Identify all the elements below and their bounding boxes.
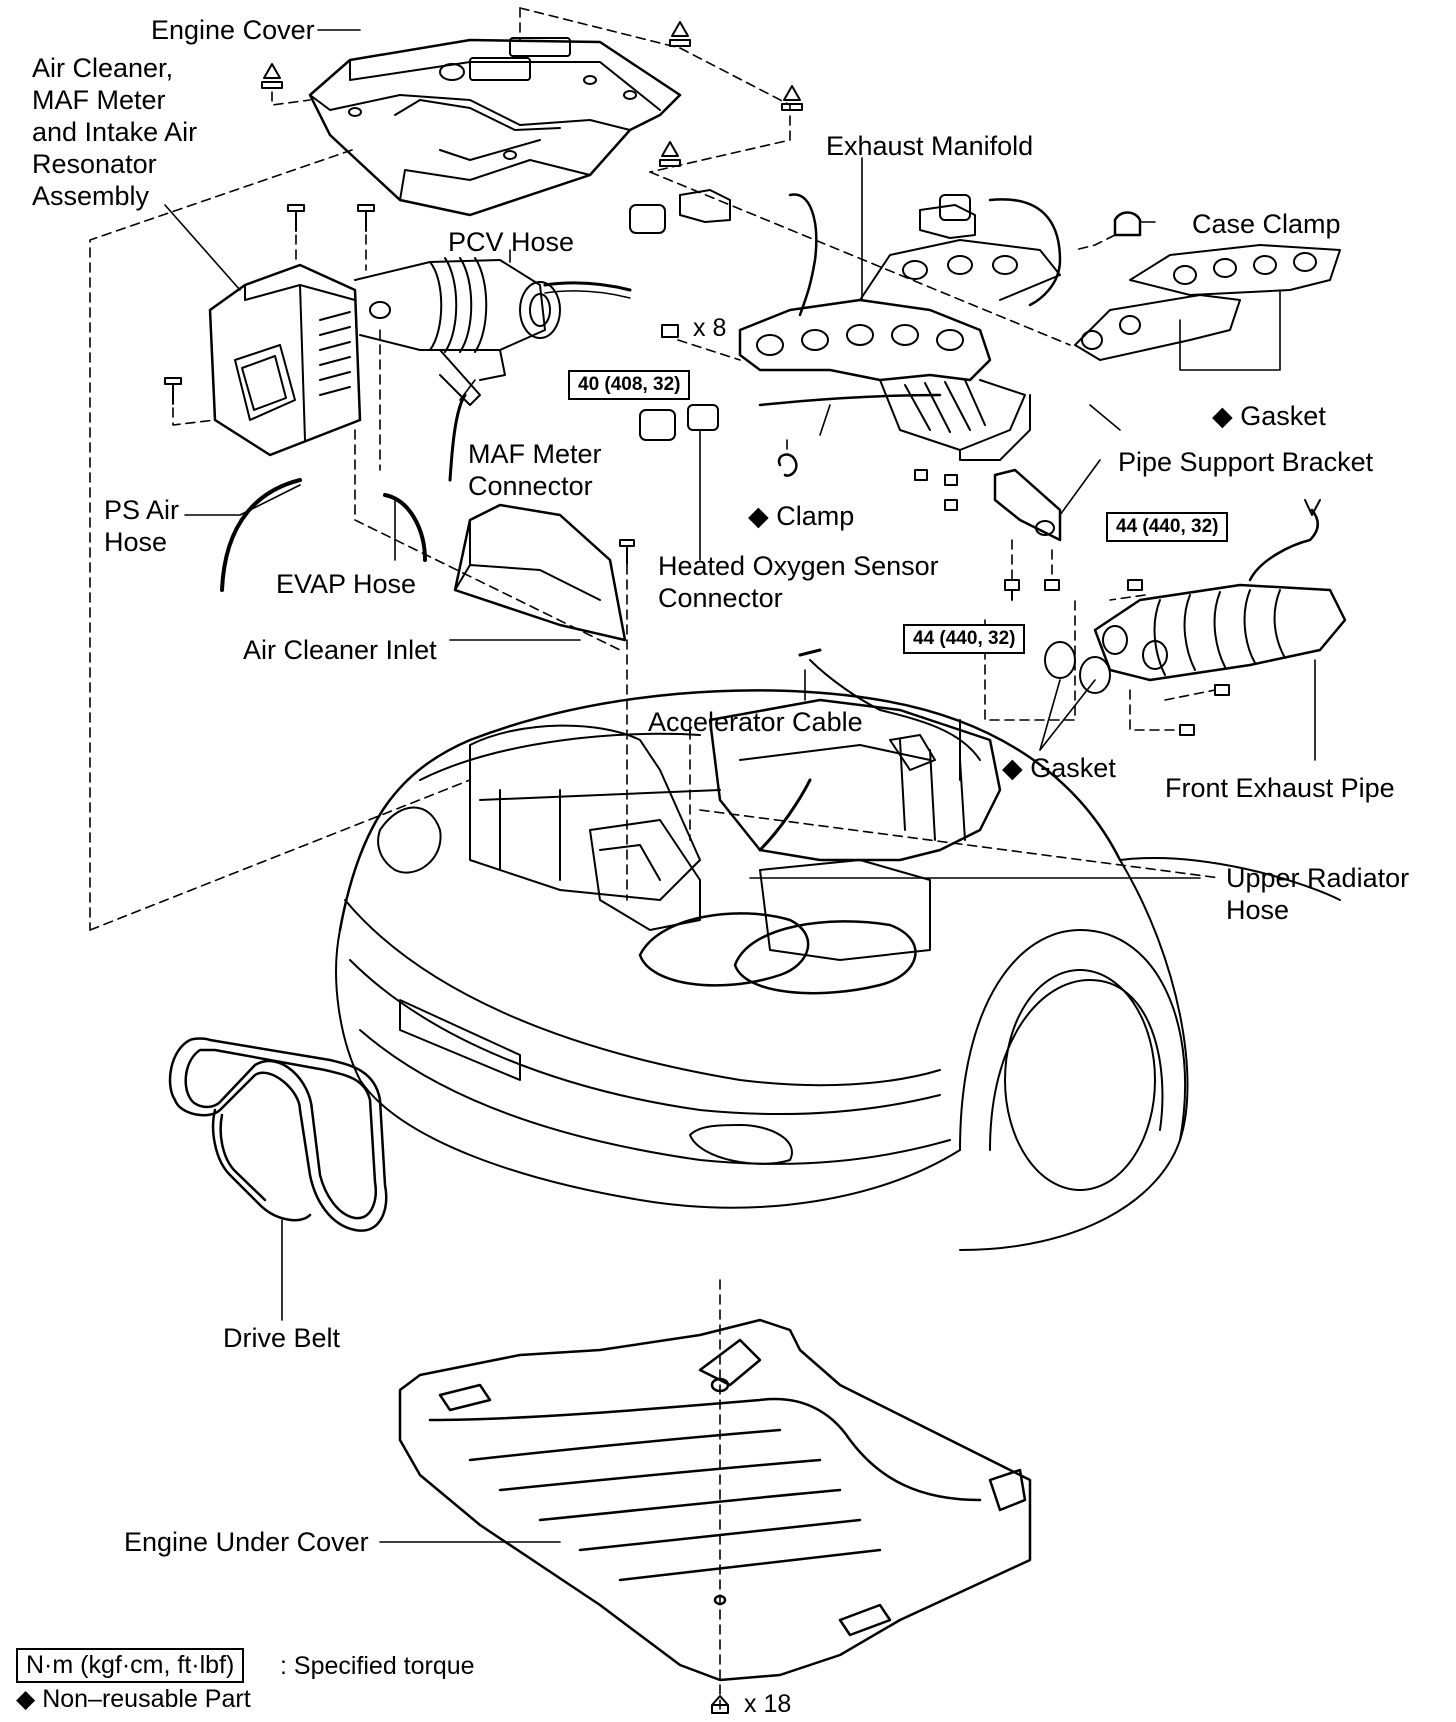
cover-guide-lines: [89, 7, 1071, 931]
air-cleaner-guide-lines: [172, 234, 621, 651]
label-maf-connector-1: MAF Meter: [468, 439, 602, 469]
maf-connector-lead: [448, 393, 467, 482]
label-gasket-diamond-1: ◆ Gasket: [1212, 400, 1326, 432]
label-clamp: Clamp: [776, 501, 855, 531]
label-accelerator-cable: Accelerator Cable: [648, 707, 863, 737]
cover-nuts: [261, 21, 803, 167]
case-clamp-part: [1113, 211, 1142, 237]
front-exhaust-pipe-part: [1093, 499, 1347, 682]
label-gasket-1: Gasket: [1240, 401, 1326, 431]
diamond-mark: ◆: [1212, 401, 1233, 431]
bracket-bolt-a: [1004, 579, 1020, 601]
diamond-mark: ◆: [1002, 753, 1023, 783]
vehicle-body-outline: [335, 689, 1341, 1251]
label-ps-air-2: Hose: [104, 527, 168, 557]
label-air-cleaner-5: Assembly: [32, 181, 150, 211]
torque-box-bracket-upper: 44 (440, 32): [1106, 512, 1229, 542]
label-pipe-support-bracket: Pipe Support Bracket: [1118, 447, 1374, 477]
air-cleaner-bolts: [164, 204, 375, 405]
label-drive-belt: Drive Belt: [223, 1323, 341, 1353]
diamond-mark: ◆: [748, 501, 769, 531]
pipe-gasket-b: [1079, 656, 1111, 694]
label-air-cleaner-1: Air Cleaner,: [32, 53, 174, 83]
torque-box-manifold: 40 (408, 32): [568, 370, 691, 400]
label-o2-connector-2: Connector: [658, 583, 783, 613]
label-ps-air-1: PS Air: [104, 495, 180, 525]
label-o2-connector-1: Heated Oxygen Sensor: [658, 551, 939, 581]
label-clamp-diamond: ◆ Clamp: [748, 500, 854, 532]
label-air-cleaner-2: MAF Meter: [32, 85, 166, 115]
diamond-mark: ◆: [16, 1685, 36, 1713]
label-engine-under-cover: Engine Under Cover: [124, 1527, 369, 1557]
label-bolts-x18: x 18: [744, 1690, 792, 1718]
legend-torque-unit: N·m (kgf·cm, ft·lbf): [16, 1648, 245, 1683]
label-air-cleaner-4: Resonator: [32, 149, 157, 179]
label-nuts-x8: x 8: [693, 314, 727, 342]
manifold-gaskets: [1074, 244, 1341, 361]
oxygen-sensor-wires: [629, 189, 1062, 441]
inlet-bolt: [619, 539, 635, 565]
pipe-support-bracket-part: [914, 468, 1062, 542]
exhaust-manifold-part: [738, 239, 1061, 461]
evap-hose-part: [383, 493, 427, 562]
leader-lines: [164, 29, 1316, 1543]
legend-nonreusable-row: ◆ Non–reusable Part: [16, 1684, 251, 1714]
engine-bay: [469, 698, 1002, 961]
clamp-part: [777, 453, 798, 477]
manifold-nut: [661, 324, 679, 338]
ps-air-hose-part: [220, 478, 302, 592]
legend-torque-desc: : Specified torque: [280, 1652, 475, 1680]
gasket-bracket-line: [1179, 289, 1281, 371]
label-evap-hose: EVAP Hose: [276, 569, 417, 599]
air-cleaner-inlet-part: [453, 503, 627, 642]
label-pcv-hose: PCV Hose: [448, 227, 575, 257]
headlights: [377, 806, 917, 995]
label-maf-connector-2: Connector: [468, 471, 593, 501]
drive-belt-part: [168, 1037, 388, 1232]
legend-nonreusable: Non–reusable Part: [42, 1685, 251, 1713]
label-upper-radiator-1: Upper Radiator: [1226, 863, 1410, 893]
label-air-cleaner-inlet: Air Cleaner Inlet: [243, 635, 437, 665]
pipe-bolt-top: [1127, 579, 1143, 591]
label-case-clamp: Case Clamp: [1192, 209, 1341, 239]
pcv-hose-part: [543, 281, 632, 292]
torque-box-bracket-lower: 44 (440, 32): [903, 624, 1026, 654]
under-cover-bolt: [711, 1695, 729, 1714]
engine-cover-part: [308, 37, 682, 217]
label-front-exhaust-pipe: Front Exhaust Pipe: [1165, 773, 1395, 803]
pipe-gasket-a: [1044, 641, 1076, 679]
accelerator-cable-part: [809, 659, 981, 761]
label-gasket-diamond-2: ◆ Gasket: [1002, 752, 1116, 784]
pipe-bolts: [1179, 684, 1230, 736]
label-exhaust-manifold: Exhaust Manifold: [826, 131, 1034, 161]
bracket-bolt-b: [1044, 579, 1060, 591]
label-gasket-2: Gasket: [1030, 753, 1116, 783]
air-cleaner-assembly-part: [208, 257, 561, 457]
label-engine-cover: Engine Cover: [151, 15, 315, 45]
engine-under-cover-part: [398, 1318, 1032, 1682]
label-upper-radiator-2: Hose: [1226, 895, 1290, 925]
label-air-cleaner-3: and Intake Air: [32, 117, 198, 147]
